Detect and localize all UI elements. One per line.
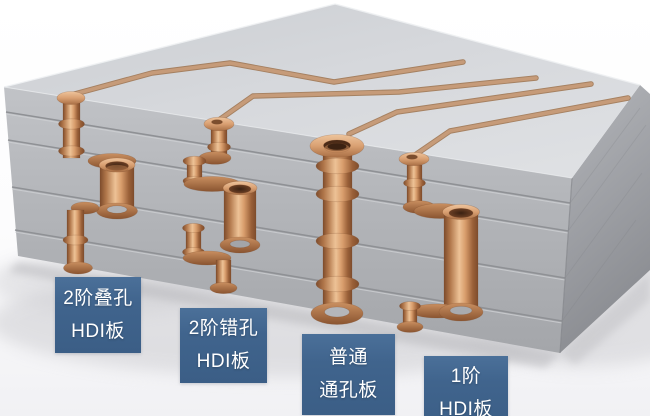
- label-1stage-hdi: 1阶 HDI板: [424, 356, 508, 416]
- one-stage-via-structure: [396, 152, 484, 333]
- label-ordinary-through-hole: 普通 通孔板: [302, 334, 395, 415]
- front-right-corner-edge: [559, 177, 573, 354]
- label-2stage-staggered-hdi: 2阶错孔 HDI板: [180, 308, 267, 383]
- label-line: HDI板: [196, 351, 251, 372]
- label-line: HDI板: [71, 320, 125, 342]
- label-line: HDI板: [439, 398, 493, 416]
- stacked-via-structure: [56, 91, 138, 275]
- board-right-face-seams: [561, 107, 647, 322]
- label-2stage-stacked-hdi: 2阶叠孔 HDI板: [55, 277, 141, 353]
- board-front-face: [4, 87, 572, 353]
- label-line: 通孔板: [319, 380, 378, 401]
- copper-traces: [68, 59, 631, 158]
- label-line: 1阶: [450, 365, 482, 387]
- label-line: 普通: [328, 347, 368, 368]
- staggered-via-structure: [182, 116, 261, 294]
- through-hole-via-structure: [309, 134, 365, 325]
- label-line: 2阶错孔: [188, 318, 259, 339]
- label-line: 2阶叠孔: [63, 287, 133, 309]
- board-top-edges: [3, 3, 641, 179]
- board-right-face: [560, 85, 650, 353]
